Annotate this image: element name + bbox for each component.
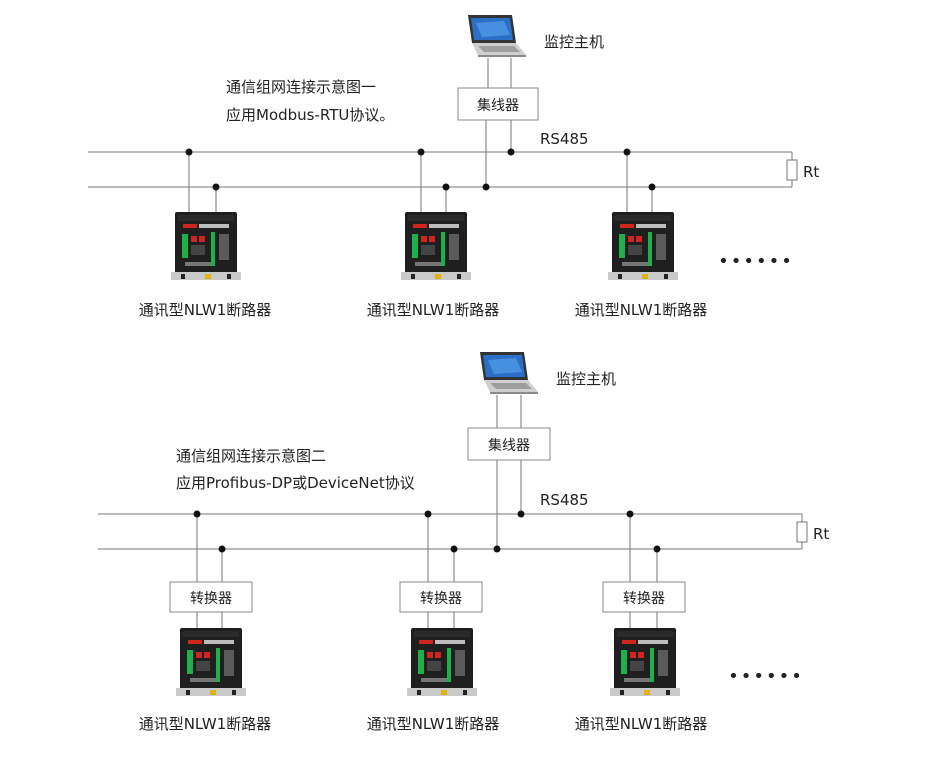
laptop-icon [468, 15, 526, 57]
bus-label: RS485 [540, 491, 589, 509]
hub-label: 集线器 [477, 97, 519, 114]
hub-label: 集线器 [488, 437, 530, 454]
terminator-label: Rt [803, 163, 819, 181]
breaker-label: 通讯型NLW1断路器 [139, 301, 272, 319]
converter-label: 转换器 [623, 590, 665, 607]
breaker-icon [401, 212, 471, 280]
terminator-resistor [786, 159, 798, 181]
breaker-icon [176, 628, 246, 696]
breaker-icon [407, 628, 477, 696]
breaker-label: 通讯型NLW1断路器 [575, 715, 708, 733]
hub-box [467, 427, 551, 461]
converter-label: 转换器 [190, 590, 232, 607]
breaker-label: 通讯型NLW1断路器 [367, 715, 500, 733]
ellipsis: •••••• [718, 251, 794, 272]
breaker-icon [608, 212, 678, 280]
breaker-icon [171, 212, 241, 280]
bus-label: RS485 [540, 130, 589, 148]
host-label: 监控主机 [556, 370, 616, 388]
diagram-title-line1: 通信组网连接示意图一 [226, 78, 376, 96]
breaker-label: 通讯型NLW1断路器 [575, 301, 708, 319]
ellipsis: •••••• [728, 666, 804, 687]
diagram-title-line1: 通信组网连接示意图二 [176, 447, 326, 465]
converter-box [602, 581, 686, 613]
breaker-label: 通讯型NLW1断路器 [139, 715, 272, 733]
converter-label: 转换器 [420, 590, 462, 607]
breaker-label: 通讯型NLW1断路器 [367, 301, 500, 319]
breaker-icon [610, 628, 680, 696]
diagram-1: 通信组网连接示意图一 应用Modbus-RTU协议。 监控主机 集线器 RS48… [88, 15, 819, 319]
terminator-resistor [796, 521, 808, 543]
diagram-2: 通信组网连接示意图二 应用Profibus-DP或DeviceNet协议 监控主… [98, 352, 829, 733]
diagram-title-line2: 应用Profibus-DP或DeviceNet协议 [176, 474, 415, 492]
diagram-title-line2: 应用Modbus-RTU协议。 [226, 106, 394, 124]
converter-box [399, 581, 483, 613]
hub-box [457, 87, 539, 121]
host-label: 监控主机 [544, 33, 604, 51]
terminator-label: Rt [813, 525, 829, 543]
laptop-icon [480, 352, 538, 394]
converter-box [169, 581, 253, 613]
